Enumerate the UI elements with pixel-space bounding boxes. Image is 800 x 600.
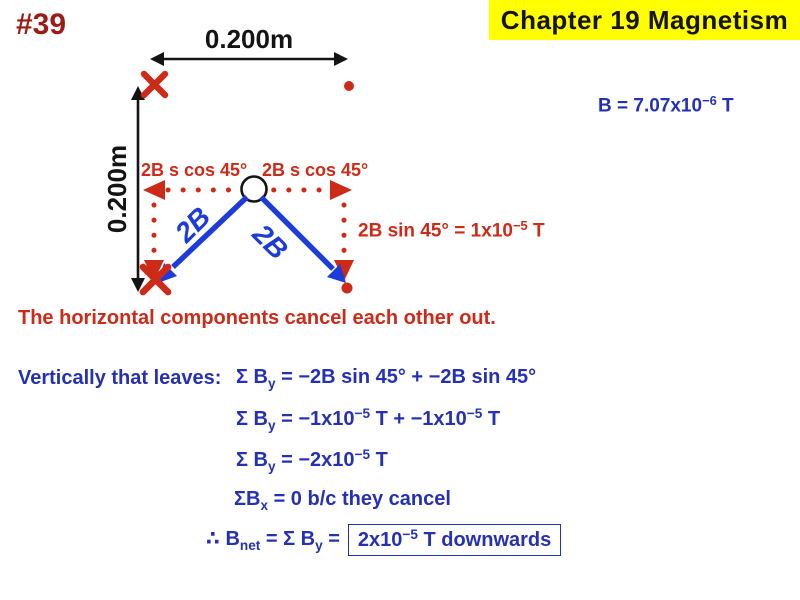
left-component-arrowhead [143,180,165,200]
cos-component-label-left: 2B s cos 45° [141,160,248,180]
vertical-lead-text: Vertically that leaves: [18,367,222,389]
field-point-circle [240,175,268,203]
horizontal-component-dotted-line [143,180,352,200]
equation-net-field: ∴ Bnet = Σ By = 2x10−5 T downwards [206,524,562,557]
wire-dot-bottom-right-icon [341,282,353,294]
wire-x-bottom-left-icon [139,263,172,296]
sin-component-label: 2B sin 45° = 1x10−5 T [358,218,545,242]
wire-x-top-left-icon [140,70,169,99]
field-vector-right [259,195,346,283]
problem-number: #39 [16,8,67,41]
wire-dot-top-right-icon [344,81,354,91]
equation-sum-by-1: Σ By = −2B sin 45° + −2B sin 45° [236,366,537,392]
field-magnitude-label: B = 7.07x10−6 T [598,93,734,117]
cos-component-label-right: 2B s cos 45° [262,160,369,180]
vertical-component-dotted-left [144,202,164,281]
chapter-banner: Chapter 19 Magnetism [489,0,800,40]
top-distance-arrow [150,52,348,66]
horizontal-cancel-note: The horizontal components cancel each ot… [18,307,496,329]
net-field-result-box: 2x10−5 T downwards [347,524,562,557]
right-component-arrowhead [330,180,352,200]
top-distance-label: 0.200m [204,24,294,54]
net-field-prefix: ∴ Bnet = Σ By = [206,528,340,554]
side-distance-label: 0.200m [102,144,132,234]
chapter-banner-title: Chapter 19 Magnetism [500,4,789,35]
equation-sum-bx: ΣBx = 0 b/c they cancel [234,488,451,514]
equation-sum-by-2: Σ By = −1x10−5 T + −1x10−5 T [236,406,501,434]
side-distance-arrow [131,86,145,292]
equation-sum-by-3: Σ By = −2x10−5 T [236,447,388,475]
